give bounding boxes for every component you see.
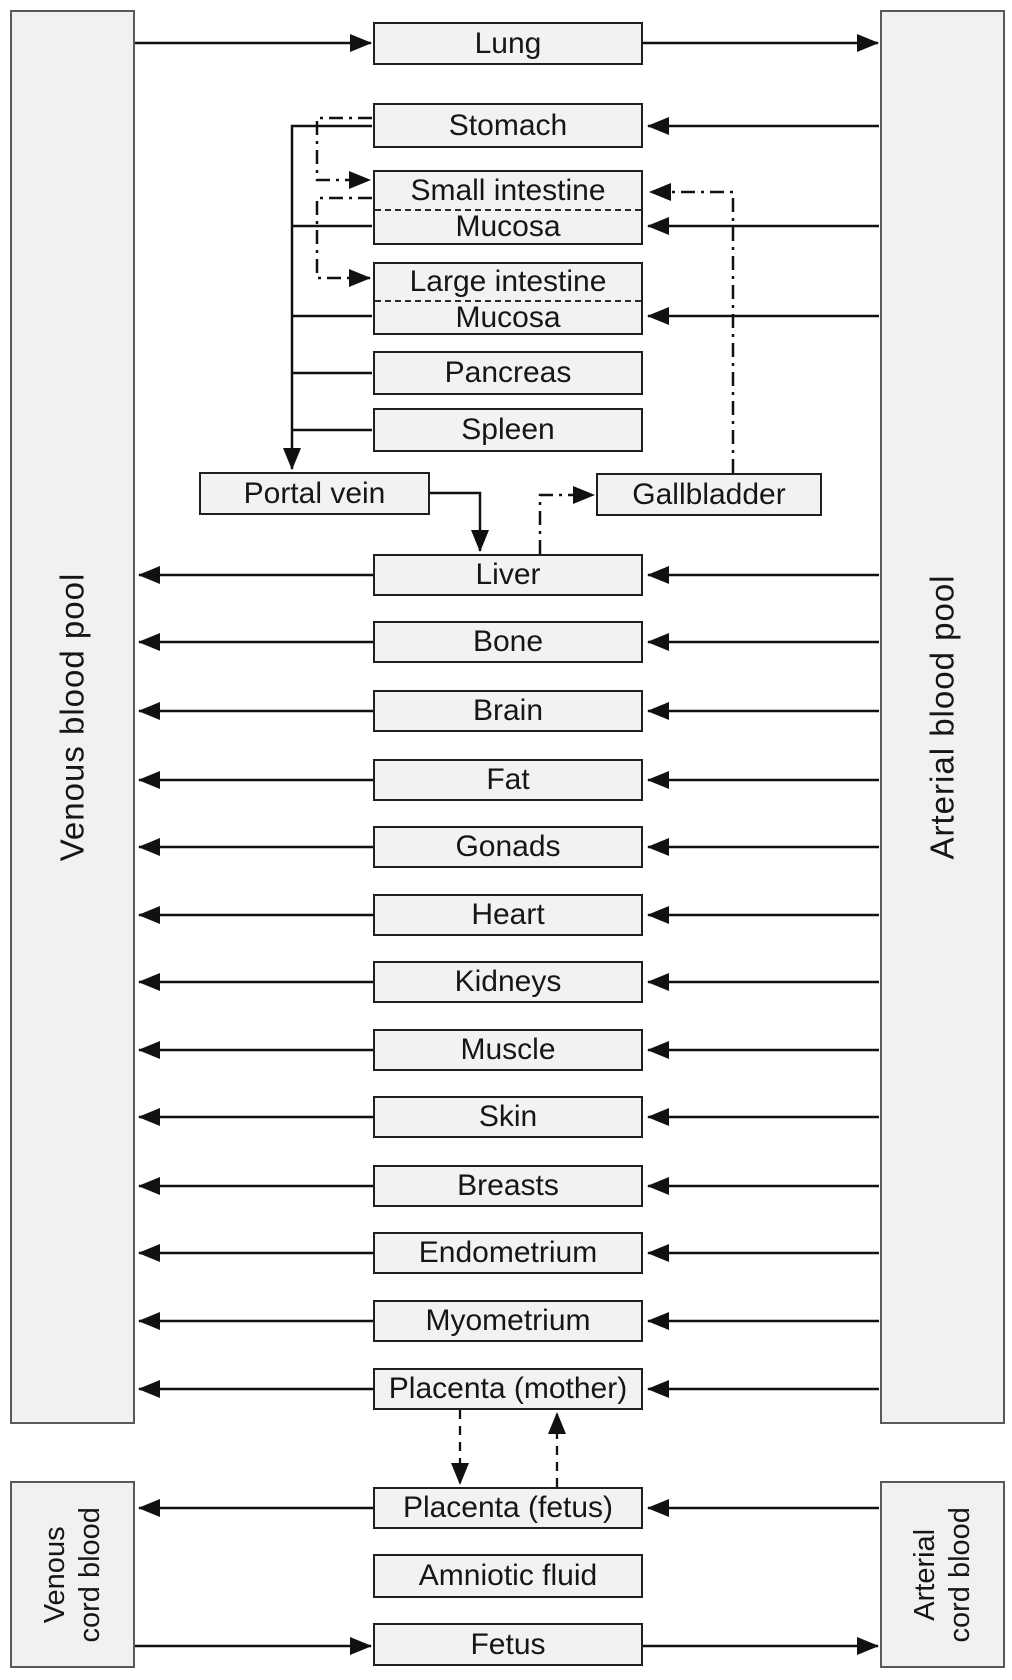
muscle-label: Muscle (460, 1033, 556, 1066)
arterial-blood-pool-label: Arterial blood pool (923, 574, 961, 860)
venous-blood-pool: Venous blood pool (10, 10, 135, 1424)
lung-label: Lung (474, 26, 542, 60)
small-intestine-label: Small intestine (410, 173, 606, 207)
spleen-box: Spleen (373, 408, 643, 452)
arrow-stomach-to-small-intestine (315, 116, 372, 189)
skin-label: Skin (478, 1100, 538, 1133)
amniotic-fluid-box: Amniotic fluid (373, 1554, 643, 1598)
large-intestine-section: Large intestine (375, 264, 641, 300)
heart-label: Heart (471, 898, 545, 931)
endometrium-box: Endometrium (373, 1232, 643, 1274)
gallbladder-label: Gallbladder (632, 477, 786, 511)
kidneys-box: Kidneys (373, 961, 643, 1003)
venous-cord-line1: Venous (38, 1526, 71, 1623)
brain-label: Brain (472, 694, 544, 727)
arterial-cord-blood-pool: Arterial cord blood (880, 1481, 1005, 1668)
heart-box: Heart (373, 894, 643, 936)
arterial-blood-pool: Arterial blood pool (880, 10, 1005, 1424)
small-intestine-mucosa-section: Mucosa (375, 209, 641, 243)
venous-cord-blood-pool: Venous cord blood (10, 1481, 135, 1668)
arrow-gallbladder-to-small-intestine (649, 183, 735, 473)
placenta-fetus-label: Placenta (fetus) (402, 1491, 614, 1524)
placenta-mother-label: Placenta (mother) (388, 1372, 628, 1405)
liver-box: Liver (373, 554, 643, 596)
small-intestine-section: Small intestine (375, 172, 641, 209)
fat-box: Fat (373, 759, 643, 801)
pancreas-label: Pancreas (444, 356, 572, 389)
line-stomach-to-portal-collector (283, 124, 372, 470)
brain-box: Brain (373, 690, 643, 732)
breasts-box: Breasts (373, 1165, 643, 1207)
kidneys-label: Kidneys (454, 965, 562, 998)
bone-box: Bone (373, 621, 643, 663)
small-intestine-box: Small intestine Mucosa (373, 170, 643, 245)
fat-label: Fat (486, 763, 530, 796)
large-intestine-box: Large intestine Mucosa (373, 262, 643, 335)
muscle-box: Muscle (373, 1029, 643, 1071)
arrow-small-intestine-to-large-intestine (315, 196, 372, 287)
pancreas-box: Pancreas (373, 351, 643, 395)
portal-vein-label: Portal vein (243, 476, 386, 510)
large-intestine-label: Large intestine (409, 265, 607, 298)
arrow-liver-to-gallbladder (538, 486, 595, 554)
bone-label: Bone (472, 625, 544, 658)
arterial-cord-blood-label: Arterial cord blood (908, 1507, 978, 1642)
lung-box: Lung (373, 22, 643, 65)
stomach-label: Stomach (448, 108, 568, 142)
large-intestine-mucosa-label: Mucosa (455, 300, 561, 334)
amniotic-fluid-label: Amniotic fluid (418, 1559, 598, 1592)
myometrium-label: Myometrium (425, 1304, 591, 1337)
small-intestine-mucosa-label: Mucosa (455, 210, 561, 243)
fetus-label: Fetus (470, 1627, 546, 1661)
arterial-cord-line2: cord blood (943, 1506, 976, 1643)
endometrium-label: Endometrium (418, 1236, 598, 1269)
liver-label: Liver (475, 558, 541, 591)
venous-blood-pool-label: Venous blood pool (53, 572, 91, 862)
breasts-label: Breasts (457, 1169, 559, 1202)
gallbladder-box: Gallbladder (596, 473, 822, 516)
large-intestine-mucosa-section: Mucosa (375, 300, 641, 333)
arrow-portal-vein-to-liver (430, 491, 489, 552)
myometrium-box: Myometrium (373, 1300, 643, 1342)
placenta-fetus-box: Placenta (fetus) (373, 1487, 643, 1529)
spleen-label: Spleen (461, 413, 555, 446)
venous-cord-line2: cord blood (73, 1506, 106, 1643)
gonads-box: Gonads (373, 826, 643, 868)
stomach-box: Stomach (373, 103, 643, 148)
venous-cord-blood-label: Venous cord blood (38, 1507, 108, 1642)
placenta-mother-box: Placenta (mother) (373, 1368, 643, 1410)
arterial-cord-line1: Arterial (908, 1528, 941, 1621)
gonads-label: Gonads (455, 830, 561, 863)
portal-vein-box: Portal vein (199, 472, 430, 515)
skin-box: Skin (373, 1096, 643, 1138)
fetus-box: Fetus (373, 1623, 643, 1666)
